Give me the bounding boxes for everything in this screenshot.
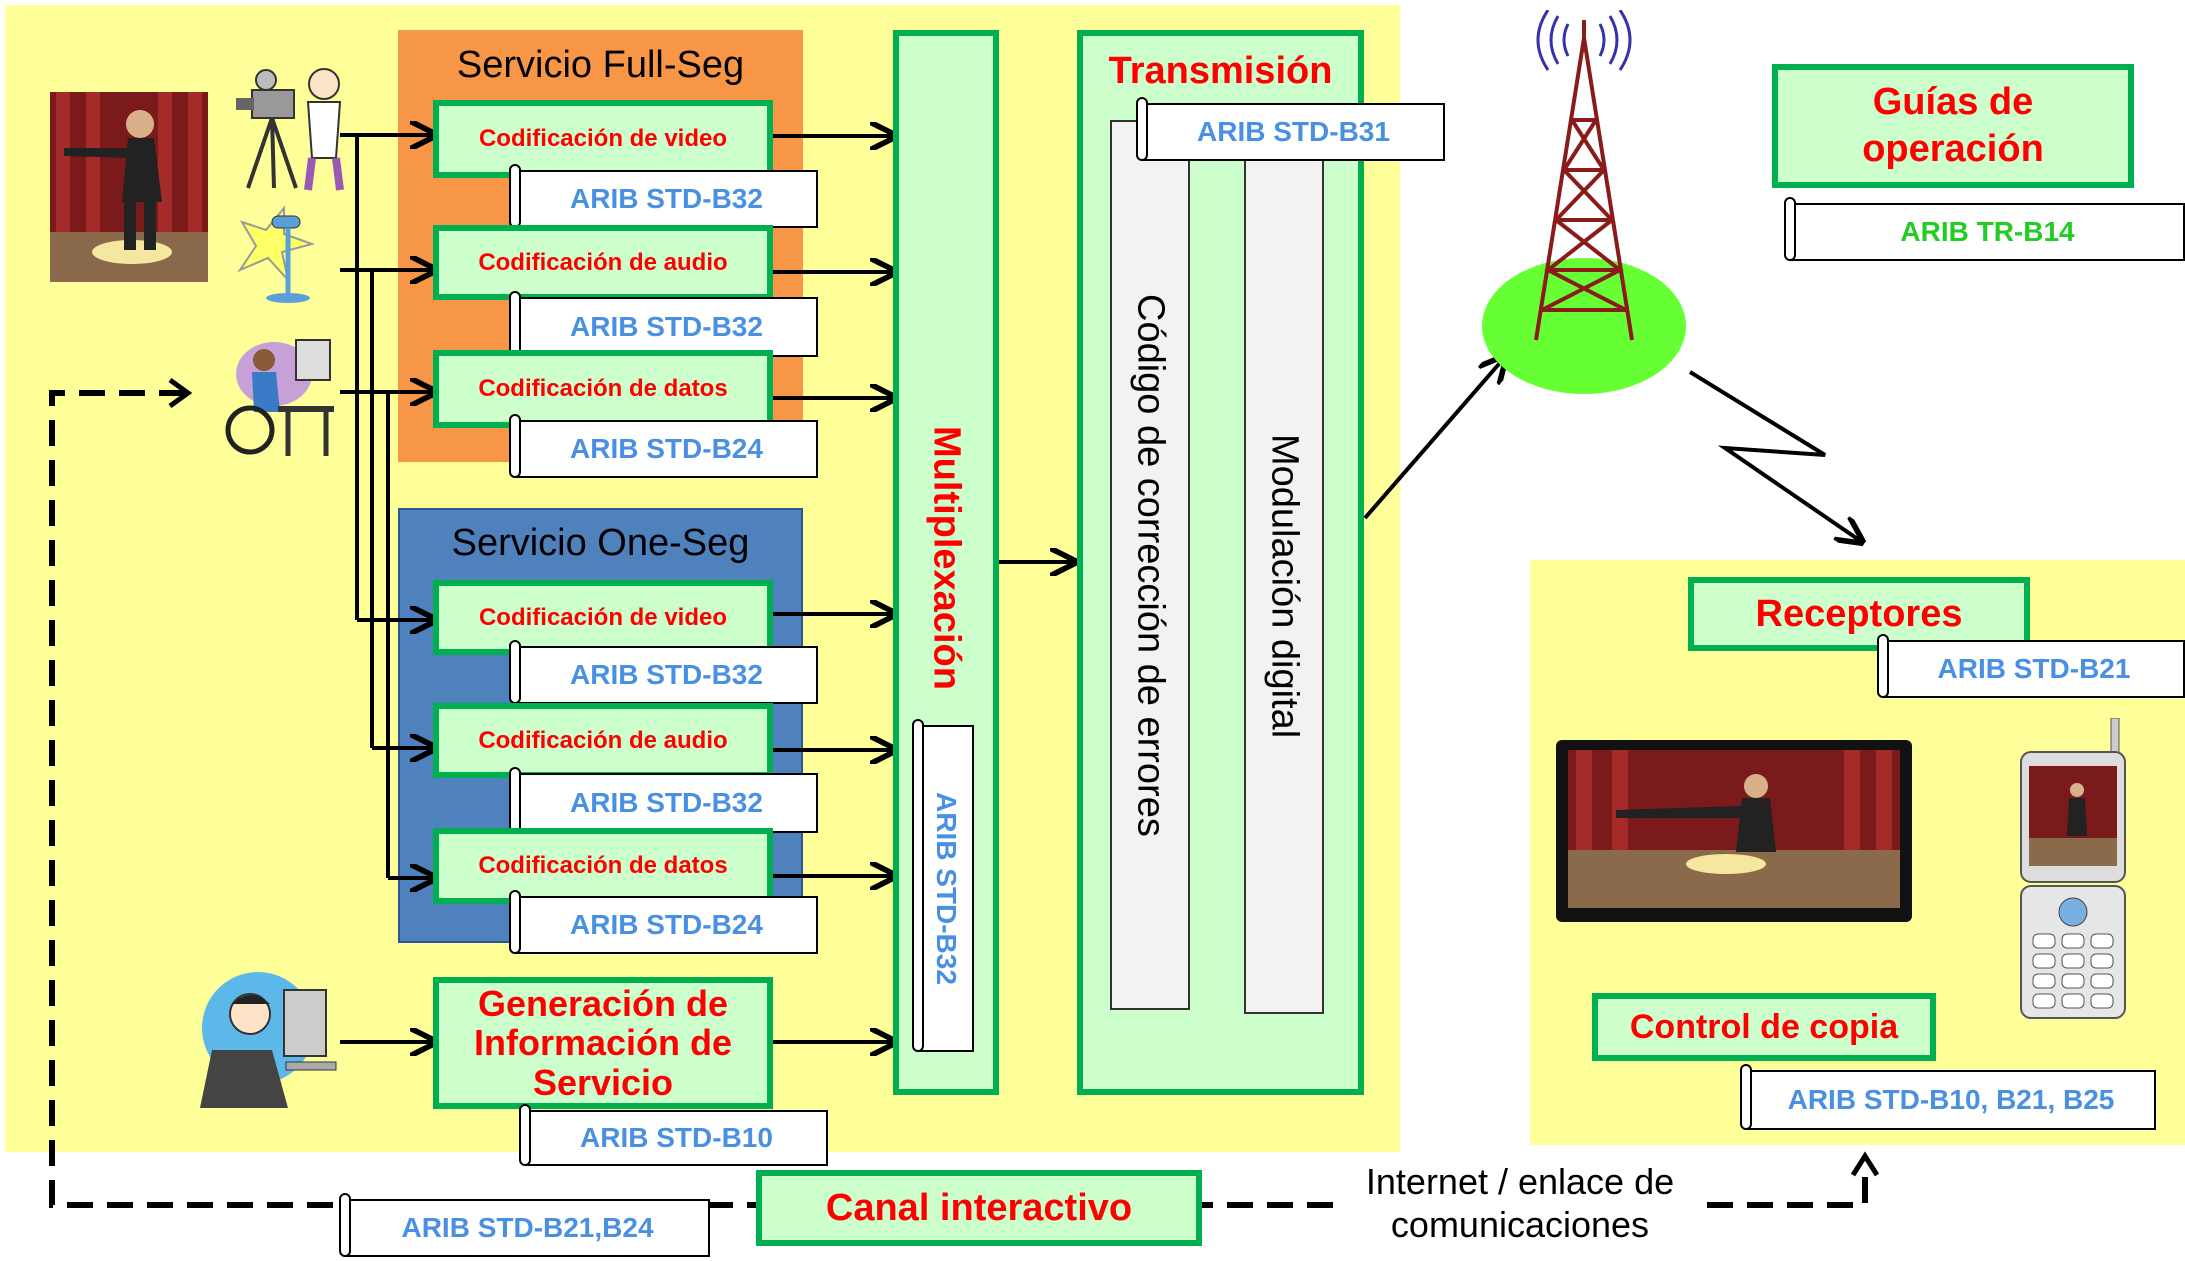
multiplexer-label: Multiplexación (925, 426, 968, 690)
receivers-std: ARIB STD-B21 (1877, 634, 2185, 698)
multiplexer: Multiplexación (893, 30, 999, 1095)
one-seg-title: Servicio One-Seg (451, 522, 750, 564)
copy-control: Control de copia (1592, 993, 1936, 1061)
service-info-operator-icon (192, 970, 340, 1110)
one-seg-video-std: ARIB STD-B32 (509, 640, 818, 704)
full-seg-video-std: ARIB STD-B32 (509, 164, 818, 228)
television-icon (1556, 740, 1912, 922)
transmission-std: ARIB STD-B31 (1136, 97, 1445, 161)
one-seg-video-encoder: Codificación de video (433, 580, 773, 655)
error-correction-label: Código de corrección de errores (1129, 293, 1172, 837)
receivers: Receptores (1688, 577, 2030, 651)
service-info-std: ARIB STD-B10 (519, 1104, 828, 1166)
multiplexer-std-text: ARIB STD-B32 (931, 792, 962, 985)
internet-link-label: Internet / enlace de comunicaciones (1340, 1160, 1700, 1247)
one-seg-data-std: ARIB STD-B24 (509, 890, 818, 954)
full-seg-data-std: ARIB STD-B24 (509, 414, 818, 478)
full-seg-data-encoder: Codificación de datos (433, 350, 773, 428)
one-seg-audio-encoder: Codificación de audio (433, 703, 773, 778)
modulation-label: Modulación digital (1263, 433, 1306, 739)
error-correction-block: Código de corrección de errores (1110, 120, 1190, 1010)
full-seg-audio-std: ARIB STD-B32 (509, 291, 818, 357)
service-info-generation: Generación de Información de Servicio (433, 977, 773, 1109)
one-seg-audio-std: ARIB STD-B32 (509, 767, 818, 833)
multiplexer-std: ARIB STD-B32 (912, 719, 974, 1052)
copy-control-std: ARIB STD-B10, B21, B25 (1740, 1064, 2156, 1130)
broadcast-tower-icon (1478, 9, 1692, 395)
one-seg-data-encoder: Codificación de datos (433, 828, 773, 904)
operation-guides: Guías de operación (1772, 64, 2134, 188)
mobile-phone-icon (2015, 717, 2131, 1020)
interactive-channel: Canal interactivo (756, 1170, 1202, 1246)
data-operator-icon (218, 332, 340, 458)
microphone-icon (232, 204, 332, 304)
full-seg-audio-encoder: Codificación de audio (433, 225, 773, 300)
camera-operator-icon (236, 62, 352, 194)
operation-guides-std: ARIB TR-B14 (1784, 197, 2185, 261)
interactive-channel-std: ARIB STD-B21,B24 (339, 1193, 710, 1257)
full-seg-title: Servicio Full-Seg (456, 44, 745, 86)
stage-performer-icon (50, 92, 208, 282)
transmission-title: Transmisión (1108, 50, 1333, 92)
full-seg-video-encoder: Codificación de video (433, 100, 773, 178)
modulation-block: Modulación digital (1244, 158, 1324, 1014)
